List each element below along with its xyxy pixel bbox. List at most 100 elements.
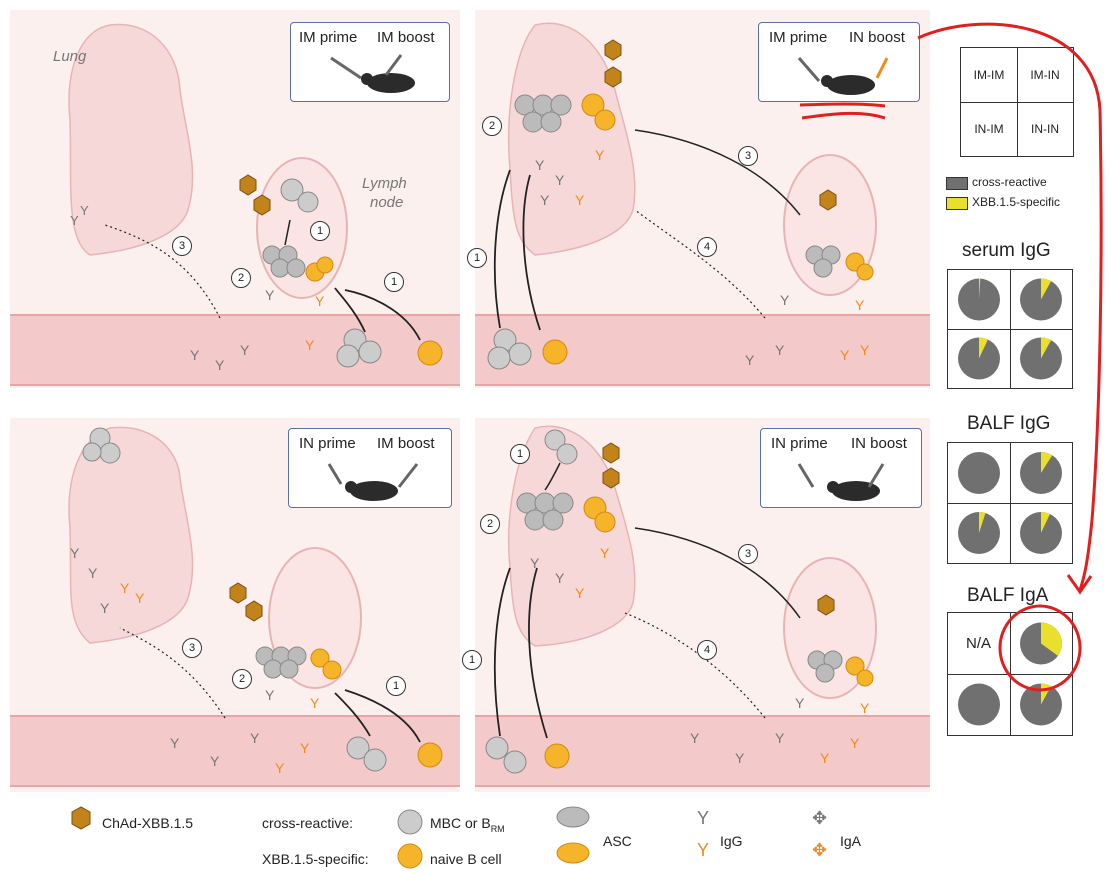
asc-cluster-gray (514, 94, 572, 133)
svg-text:Y: Y (575, 192, 585, 208)
blood-vessel (10, 716, 460, 786)
asc-gray-icon (556, 806, 590, 828)
key-cell-in-im: IN-IM (974, 122, 1004, 136)
igg-orange-icon: Y (697, 840, 709, 860)
svg-text:Y: Y (275, 760, 285, 776)
legend-mbc-sub: RM (490, 823, 505, 834)
legend-specific-swatch (946, 197, 968, 210)
lung-shape (68, 23, 194, 256)
lung-label: Lung (53, 48, 87, 65)
step-1: 1 (467, 248, 487, 268)
svg-text:Y: Y (860, 342, 870, 358)
arrow-to-lung (104, 224, 221, 319)
key-cell-im-in: IM-IN (1030, 68, 1060, 82)
svg-text:Y: Y (240, 342, 250, 358)
mouse-icon (797, 57, 889, 95)
regimen-key-grid: IM-IM IM-IN IN-IM IN-IN (960, 47, 1074, 157)
asc-cluster (255, 646, 342, 680)
prime-label: IN prime (771, 435, 828, 452)
svg-text:Y: Y (690, 730, 700, 746)
legend-mbc-label: MBC or BRM (430, 815, 505, 834)
igg-gray-icon: Y (697, 808, 709, 828)
svg-text:Y: Y (775, 730, 785, 746)
svg-text:Y: Y (70, 213, 79, 228)
step-2: 2 (232, 669, 252, 689)
asc-cluster-gray (262, 245, 306, 278)
svg-text:Y: Y (250, 730, 260, 746)
svg-text:Y: Y (530, 555, 540, 571)
svg-text:Y: Y (775, 342, 785, 358)
boost-label: IM boost (377, 435, 435, 452)
pie-title-serum-igg: serum IgG (962, 240, 1051, 261)
arrow-to-node-2 (344, 689, 421, 743)
svg-text:Y: Y (100, 600, 110, 616)
arrow-vessel-to-lung-dotted (634, 209, 766, 319)
svg-text:Y: Y (795, 695, 805, 711)
svg-text:Y: Y (190, 347, 200, 363)
mouse-regimen-box-in-im: IN prime IM boost (288, 428, 452, 508)
mouse-regimen-box-im-im: IM prime IM boost (290, 22, 450, 102)
step-1b: 1 (384, 272, 404, 292)
step-3: 3 (182, 638, 202, 658)
vaccine-icon (71, 806, 91, 830)
boost-label: IN boost (851, 435, 907, 452)
panel-im-in: Y Y Y Y Y Y Y Y Y Y Y 1 2 3 4 IM prime I… (467, 10, 930, 388)
iga-gray-icon: ✥ (812, 808, 827, 828)
svg-text:Y: Y (135, 590, 145, 606)
pie-grid-balf-iga: N/A (947, 612, 1073, 736)
pie-im-im-cross-reactive (958, 452, 1000, 494)
svg-text:Y: Y (70, 545, 80, 561)
legend-asc-label: ASC (603, 833, 632, 849)
svg-text:Y: Y (840, 347, 850, 363)
naive-b-cell-icon (397, 843, 423, 869)
iga-orange-icon: ✥ (812, 840, 827, 860)
svg-text:Y: Y (600, 545, 610, 561)
arrow-to-node-1 (334, 692, 371, 737)
arrow-to-lung-cluster (544, 462, 561, 491)
arrow-to-node-1 (334, 287, 366, 333)
arrow-vessel-to-lung-2 (528, 567, 548, 739)
svg-text:Y: Y (170, 735, 180, 751)
panel-im-im: Y Y Y Y Y Y Y Y Lung Lymph node 1 1 2 3 … (10, 10, 460, 388)
legend-igg-label: IgG (720, 833, 743, 849)
lung-asc-cluster (516, 492, 616, 533)
arrow-vessel-to-lung-dotted (624, 612, 766, 719)
step-1a: 1 (510, 444, 530, 464)
legend-specific-label: XBB.1.5-specific (972, 195, 1061, 209)
step-2: 2 (480, 514, 500, 534)
svg-text:Y: Y (210, 753, 220, 769)
panel-im-im-illustration: Y Y Y Y Y Y Y Y (10, 23, 460, 386)
asc-orange-icon (556, 842, 590, 864)
svg-text:Y: Y (745, 352, 755, 368)
arrow-vessel-to-lung-1 (493, 567, 511, 737)
svg-text:Y: Y (555, 570, 565, 586)
svg-text:Y: Y (305, 337, 315, 353)
legend-cross-reactive-label: cross-reactive (972, 175, 1047, 189)
pie-title-balf-iga: BALF IgA (967, 585, 1049, 606)
svg-text:Y: Y (575, 585, 585, 601)
panel-in-in-illustration: Y Y Y Y Y Y Y Y Y Y Y (475, 425, 930, 787)
step-4: 4 (697, 640, 717, 660)
svg-text:Y: Y (265, 287, 275, 303)
step-2: 2 (231, 268, 251, 288)
svg-text:Y: Y (315, 293, 325, 309)
pie-in-im-cross-reactive (958, 683, 1000, 726)
panel-in-in: Y Y Y Y Y Y Y Y Y Y Y 1 1 2 3 4 IN prime… (462, 418, 930, 792)
lymph-node-label-2: node (370, 194, 404, 211)
pie-set-serum-igg (958, 278, 1062, 380)
arrow-vessel-to-lung-1 (493, 169, 511, 329)
svg-text:Y: Y (120, 580, 130, 596)
prime-label: IM prime (769, 29, 828, 46)
legend-naive-label: naive B cell (430, 851, 502, 867)
arrow-to-node-2 (344, 289, 421, 341)
step-3: 3 (738, 146, 758, 166)
svg-text:Y: Y (540, 192, 550, 208)
svg-text:Y: Y (300, 740, 310, 756)
legend-specific-row: XBB.1.5-specific: (262, 851, 369, 867)
svg-text:Y: Y (860, 700, 870, 716)
step-3: 3 (738, 544, 758, 564)
svg-text:Y: Y (88, 565, 98, 581)
svg-text:Y: Y (780, 292, 790, 308)
asc-cluster-orange (305, 256, 334, 282)
annotation-arrowhead (1066, 574, 1093, 595)
